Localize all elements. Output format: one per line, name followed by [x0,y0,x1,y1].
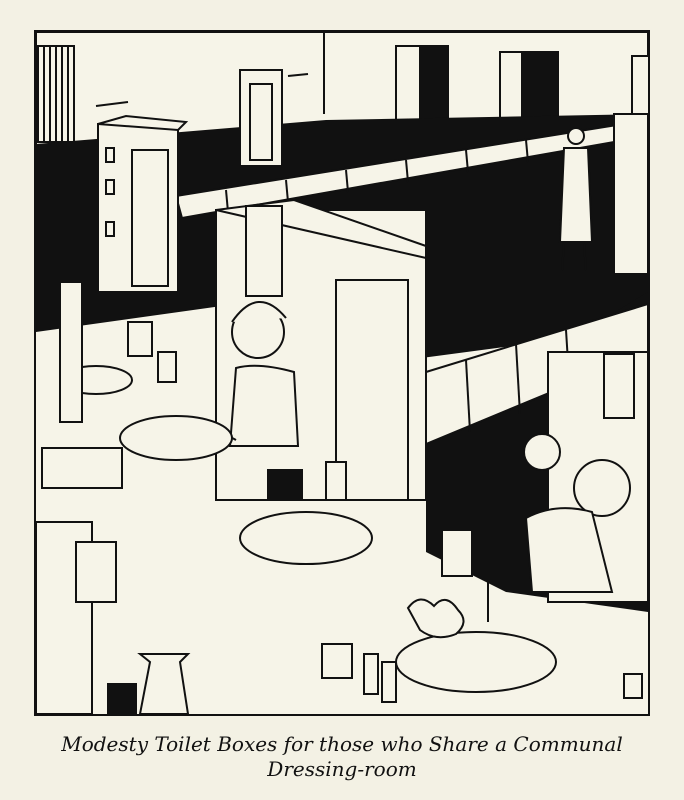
walking-toilet-box-middle [239,69,283,167]
bottle-3 [441,529,473,577]
bottle-2 [157,351,177,383]
jar [325,461,347,501]
caption: Modesty Toilet Boxes for those who Share… [0,732,684,782]
right-cabinet [613,113,648,275]
shaving-mirror [523,433,561,471]
steam [406,598,465,639]
bottle-pair-1 [363,653,379,695]
basin-front [395,631,557,693]
walking-toilet-box-left [97,123,179,293]
attendant-figure [558,127,594,271]
cartoon-illustration [36,32,648,714]
decanter [137,653,191,714]
bottle-1 [127,321,153,357]
caption-line-2: Dressing-room [267,757,417,781]
bald-man-figure [524,459,631,593]
basin-left [119,415,233,461]
jug [107,683,137,714]
illustration-frame [34,30,650,716]
basin-middle [239,511,373,565]
bottle-pair-2 [381,661,397,703]
caption-line-1: Modesty Toilet Boxes for those who Share… [61,732,623,756]
powder-box [267,469,303,499]
standing-mirror [41,281,123,489]
small-jar [623,673,643,699]
shaving-pot [321,643,353,679]
woman-figure [185,301,300,447]
conveyor-rail [174,118,648,220]
